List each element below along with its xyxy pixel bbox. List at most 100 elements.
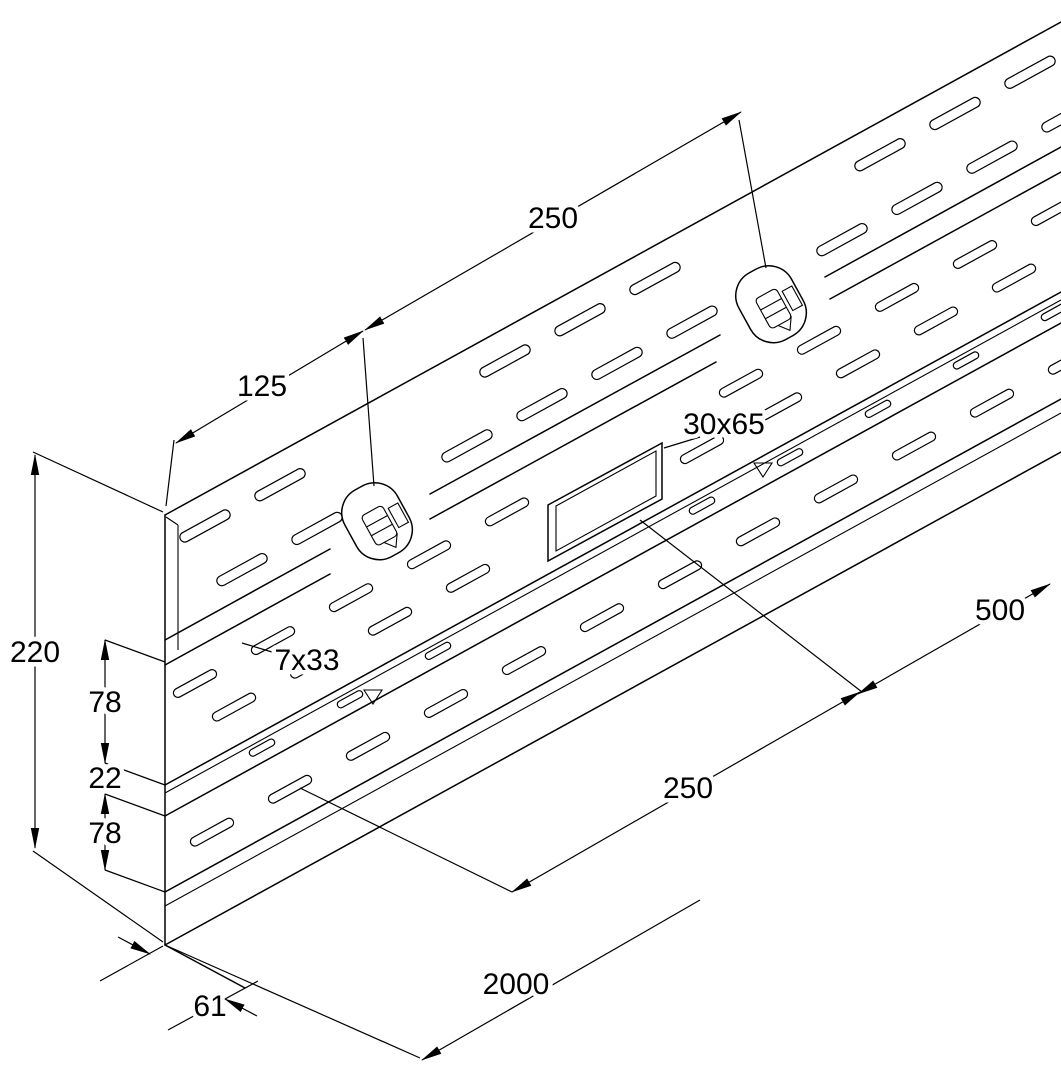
dim-clip-end-offset-125: 125	[165, 330, 364, 507]
extension-line	[165, 439, 175, 507]
dimension-line	[421, 899, 701, 1061]
perforation-slot	[554, 303, 606, 337]
knockout-outer-outline	[547, 441, 663, 563]
duct-step-top-line	[164, 291, 1061, 786]
dimension-line	[511, 691, 861, 893]
perforation-slot	[172, 669, 218, 698]
perforation-slot	[248, 738, 276, 757]
arrow-segment-right	[224, 998, 258, 1017]
perforation-slot	[1004, 55, 1056, 89]
clip-latch	[387, 502, 410, 529]
perforation-slot	[406, 540, 452, 570]
perforation-slot	[688, 496, 716, 515]
perforation-slot	[1030, 197, 1061, 227]
perforation-slot	[966, 140, 1018, 174]
perforation-slot	[579, 603, 625, 633]
punch-mark-triangle-1	[362, 689, 384, 706]
perforation-slot	[666, 305, 718, 339]
dimension-line	[175, 330, 364, 444]
dim-label-total-length: 2000	[483, 968, 550, 1001]
perforation-slot	[1040, 302, 1061, 322]
perforation-slot	[1041, 99, 1061, 133]
dim-base-width-61: 61	[99, 936, 259, 1031]
duct-front-fold-line	[164, 171, 1061, 666]
dim-label-profile-height: 220	[10, 636, 60, 669]
perforation-slot	[211, 692, 257, 722]
perforation-slot	[657, 560, 703, 590]
dim-label-knockout-size: 30x65	[683, 408, 765, 441]
dim-label-base-width: 61	[193, 990, 226, 1023]
perforation-slot	[328, 583, 374, 613]
perforation-slot	[969, 388, 1015, 418]
clip-body	[361, 505, 398, 546]
perforation-slot	[441, 429, 493, 463]
dim-label-middle-band: 22	[88, 762, 121, 795]
perforation-slot	[991, 263, 1037, 293]
cover-clip-1	[341, 482, 414, 561]
dimension-line	[364, 111, 742, 331]
extension-line	[104, 639, 166, 893]
perforation-slot	[216, 552, 268, 587]
perforation-slot	[591, 346, 643, 381]
perforation-slot	[445, 563, 491, 593]
perforation-slot	[813, 474, 859, 504]
dim-label-upper-band: 78	[88, 686, 121, 719]
leader-line	[241, 642, 273, 653]
perforation-slot	[345, 731, 391, 761]
perforation-slot	[854, 138, 906, 172]
extension-line	[299, 787, 513, 893]
perforation-slot	[835, 349, 881, 379]
perforation-slot	[254, 468, 306, 502]
perforation-slot	[913, 306, 959, 336]
perforation-slot	[336, 690, 364, 709]
dim-slot-group-spacing-250: 250	[299, 691, 861, 893]
extension-line	[164, 944, 421, 1059]
perforation-slot	[484, 497, 530, 527]
clip-detail-lines	[366, 514, 398, 549]
duct-bottom-fold-line2	[164, 412, 1061, 907]
perforation-slot	[367, 606, 413, 636]
duct-end-fold-detail	[165, 516, 179, 650]
perforation-slot	[250, 626, 296, 656]
dim-knockout-size-30x65: 30x65	[663, 404, 769, 449]
perforation-slot	[776, 448, 804, 467]
dim-label-slot-group-spacing: 250	[663, 772, 713, 805]
perforation-slot	[1047, 345, 1061, 375]
perforation-slot	[423, 688, 469, 718]
dim-band-stack-78-22-78: 78 22 78	[84, 638, 166, 893]
clip-body	[755, 288, 792, 329]
punch-mark-triangle-2	[752, 462, 774, 479]
perforation-slot	[289, 649, 335, 679]
dim-label-clip-end-offset: 125	[237, 370, 287, 403]
dim-total-length-2000: 2000	[164, 899, 701, 1061]
dim-profile-height-220: 220	[5, 451, 164, 943]
perforation-slot	[735, 517, 781, 547]
dim-knockout-spacing-500: 500	[639, 519, 1051, 695]
duct-bottom-end-edge	[164, 944, 246, 989]
extension-line	[32, 451, 164, 943]
perforation-slot	[952, 351, 980, 370]
perforation-slot	[718, 368, 764, 398]
knockout-30x65	[547, 441, 663, 563]
knockout-inner-outline	[555, 450, 657, 552]
perforation-slot	[796, 325, 842, 355]
dim-label-knockout-spacing: 500	[975, 594, 1025, 627]
perforation-slot	[952, 240, 998, 269]
cover-clip-2	[735, 265, 808, 344]
perforation-slot	[864, 399, 892, 419]
perforation-slot	[179, 509, 231, 543]
dimension-line	[857, 583, 1051, 695]
duct-step-bottom-line	[164, 322, 1061, 817]
perforation-slot	[891, 431, 937, 461]
perforation-slot	[874, 282, 920, 312]
extension-line	[99, 945, 259, 1031]
perforation-slot	[929, 96, 981, 131]
duct-top-rear-edge	[164, 21, 1061, 516]
duct-step-mid-line	[164, 299, 1061, 794]
leader-line	[663, 436, 701, 449]
perforation-slot	[291, 511, 343, 546]
perforation-slot	[189, 817, 235, 847]
clip-detail-lines	[760, 297, 792, 332]
